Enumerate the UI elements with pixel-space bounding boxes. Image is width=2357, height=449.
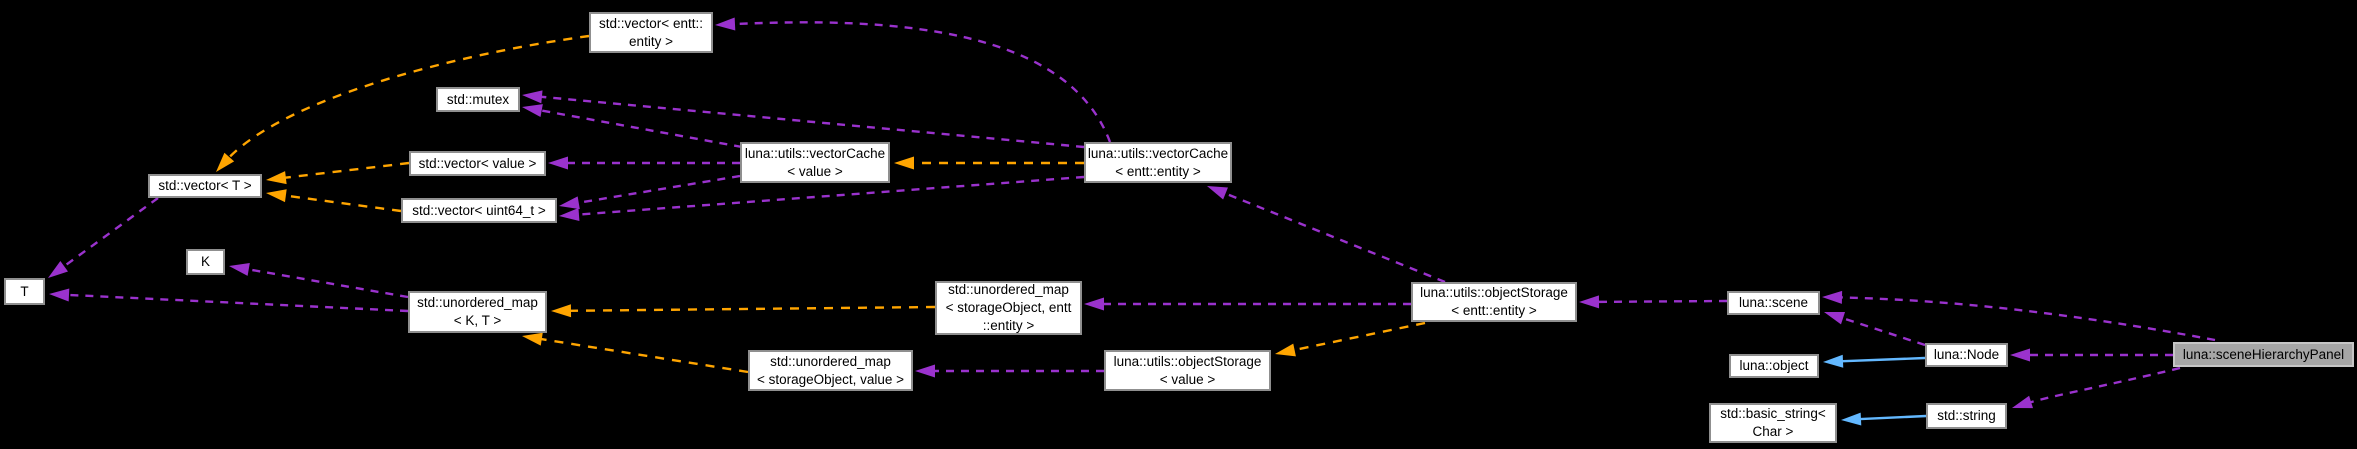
edge-scene-to-ostore-entt-usage-arrow [1592,299,1728,304]
node-ostore-entt[interactable]: luna::utils::objectStorage< entt::entity… [1411,282,1577,322]
edge-vec-t-to-t-usage-arrow [58,197,159,271]
edge-string-to-basic-string-inheritance-arrow [1854,414,1927,421]
arrowhead-icon [1579,295,1600,309]
edge-umap-so-entt-to-umap-kt-template-arrow [564,305,936,313]
node-label-line: std::unordered_map [948,282,1069,297]
arrowhead-icon [266,171,287,185]
node-label-line: < storageObject, entt [945,300,1072,315]
edge-vcache-entt-to-vec-u64-usage-arrow [572,175,1085,217]
edge-node-to-object-inheritance-arrow [1836,356,1926,363]
node-basic-string[interactable]: std::basic_string<Char > [1709,403,1837,443]
node-label-line: luna::utils::vectorCache [1087,145,1229,161]
node-label-line: < value > [1159,371,1216,387]
node-label-line: std::unordered_map [417,295,538,310]
node-label-line: std::basic_string< [1720,406,1826,421]
node-k[interactable]: K [186,249,225,275]
node-label-line: < K, T > [453,313,502,328]
edge-vec-value-to-vec-t-template-arrow [279,161,410,180]
arrowhead-icon [266,189,287,203]
arrowhead-icon [229,263,250,276]
arrowhead-icon [915,364,935,378]
node-label-line: luna::Node [1933,347,2000,362]
node-label-line: std::mutex [446,91,510,107]
node-label-line: Char > [1752,424,1794,439]
edge-scene-hierarchy-panel-to-scene-usage-arrow [1835,296,2216,342]
arrowhead-icon [522,104,543,117]
node-label-line: luna::utils::objectStorage [1420,285,1568,300]
node-label-line: < entt::entity > [1115,163,1201,179]
node-label-line: entity > [629,33,673,49]
node-label-line: luna::sceneHierarchyPanel [2182,346,2345,362]
node-label-line: < value > [787,163,843,179]
arrowhead-icon [522,332,543,346]
edge-umap-kt-to-t-usage-arrow [62,293,409,313]
node-vec-t[interactable]: std::vector< T > [148,174,262,198]
arrowhead-icon [1822,290,1843,304]
node-object[interactable]: luna::object [1729,354,1819,378]
arrowhead-icon [49,288,70,302]
node-label-line: T [20,283,29,299]
arrowhead-icon [715,17,736,31]
node-scene-hierarchy-panel: luna::sceneHierarchyPanel [2173,342,2354,367]
node-label-line: ::entity > [982,318,1035,333]
edge-vec-entt-to-vec-t-template-arrow [224,34,590,163]
node-vec-value[interactable]: std::vector< value > [409,151,546,176]
edge-umap-so-value-to-umap-kt-template-arrow [535,337,749,374]
arrowhead-icon [1841,412,1862,426]
node-label-line: luna::utils::vectorCache [744,145,886,161]
node-label-line: luna::object [1739,358,1809,373]
node-label-line: std::vector< uint64_t > [412,202,546,218]
arrowhead-icon [559,196,580,210]
arrowhead-icon [551,304,572,318]
edge-vec-u64-to-vec-t-template-arrow [279,193,402,213]
node-scene[interactable]: luna::scene [1727,291,1820,315]
node-vec-entt[interactable]: std::vector< entt::entity > [589,12,713,53]
node-mutex[interactable]: std::mutex [436,87,520,112]
edge-vcache-value-to-mutex-usage-arrow [535,108,743,149]
node-label-line: luna::scene [1738,295,1809,310]
node-label-line: std::vector< value > [418,155,537,171]
edge-vcache-entt-to-vec-entt-usage-arrow [728,21,1112,143]
edge-vcache-entt-to-mutex-usage-arrow [535,95,1085,149]
node-vcache-entt[interactable]: luna::utils::vectorCache< entt::entity > [1084,142,1232,183]
arrowhead-icon [2012,395,2034,409]
edge-scene-hierarchy-panel-to-string-usage-arrow [2024,366,2181,405]
arrowhead-icon [1275,343,1296,357]
arrowhead-icon [522,90,543,104]
arrowhead-icon [559,208,580,222]
arrowhead-icon [894,156,914,170]
arrowhead-icon [1823,354,1844,368]
arrowhead-icon [2010,348,2030,362]
node-label-line: std::vector< T > [158,178,252,193]
edge-ostore-entt-to-vcache-entt-usage-arrow [1219,190,1446,284]
arrowhead-icon [548,156,568,170]
node-label-line: < storageObject, value > [756,371,905,387]
node-label-line: std::unordered_map [770,353,891,369]
arrowhead-icon [48,260,68,278]
node-label-line: < entt::entity > [1451,303,1537,318]
node-node[interactable]: luna::Node [1925,343,2008,367]
node-t[interactable]: T [4,278,45,305]
node-umap-so-entt[interactable]: std::unordered_map< storageObject, entt:… [935,281,1082,335]
node-ostore-value[interactable]: luna::utils::objectStorage< value > [1104,350,1271,391]
node-label-line: std::string [1937,408,1996,423]
node-umap-kt[interactable]: std::unordered_map< K, T > [408,291,547,333]
edge-node-to-scene-usage-arrow [1836,315,1926,347]
node-label-line: std::vector< entt:: [599,15,703,31]
node-label-line: K [200,254,210,269]
arrowhead-icon [1207,186,1228,200]
node-vcache-value[interactable]: luna::utils::vectorCache< value > [740,142,890,183]
edge-ostore-entt-to-ostore-value-template-arrow [1288,321,1426,353]
arrowhead-icon [216,152,235,172]
node-string[interactable]: std::string [1926,403,2007,429]
arrowhead-icon [1084,297,1104,311]
edge-umap-kt-to-k-usage-arrow [242,267,409,299]
node-vec-u64[interactable]: std::vector< uint64_t > [401,198,557,223]
node-umap-so-value[interactable]: std::unordered_map< storageObject, value… [748,350,913,391]
arrowhead-icon [1824,312,1846,325]
edge-vcache-value-to-vec-u64-usage-arrow [572,174,741,205]
node-label-line: luna::utils::objectStorage [1113,353,1262,369]
